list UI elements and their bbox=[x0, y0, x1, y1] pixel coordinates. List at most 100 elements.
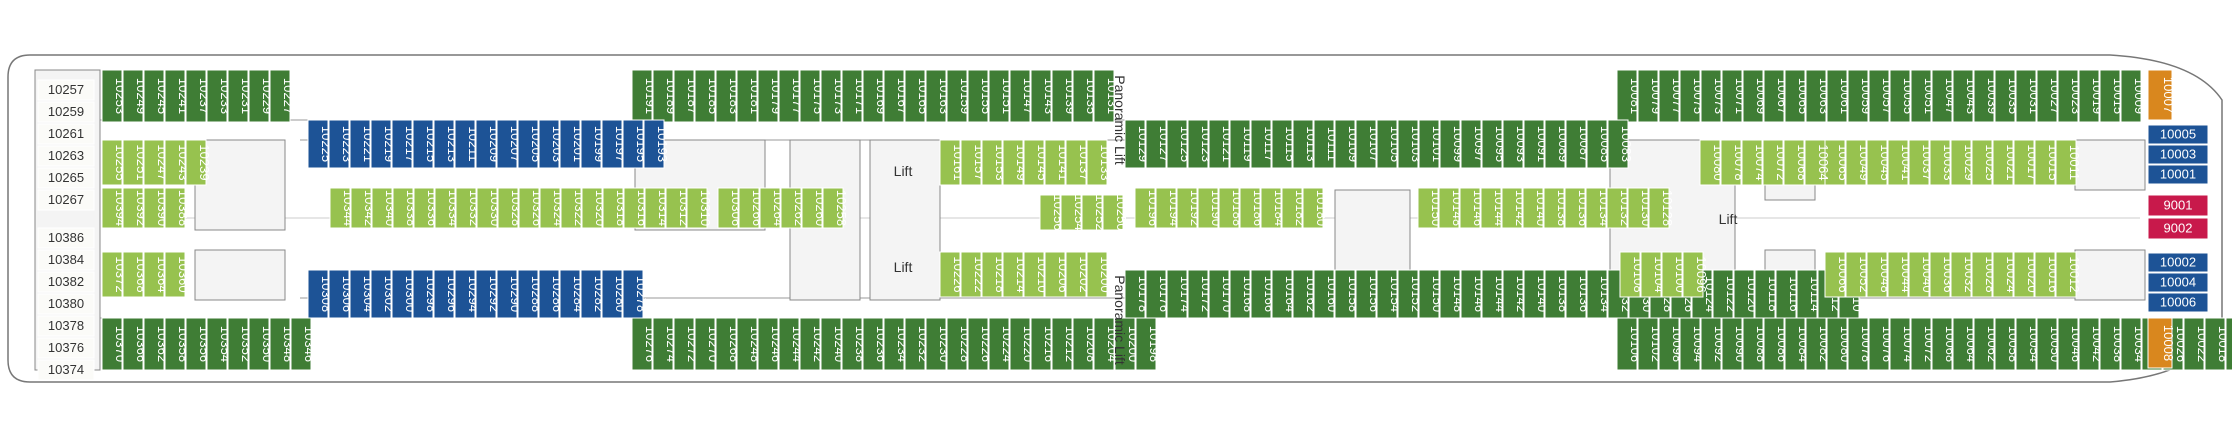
cabin-10263[interactable]: 10263 bbox=[37, 145, 95, 167]
cabin-number: 9002 bbox=[2164, 221, 2193, 236]
cabin-10083[interactable]: 10083 bbox=[1607, 119, 1634, 169]
cabin-10230[interactable]: 10230 bbox=[925, 317, 952, 371]
cabin-10128[interactable]: 10128 bbox=[1648, 187, 1675, 229]
cabin-number: 9001 bbox=[2164, 198, 2193, 213]
cabin-10174[interactable]: 10174 bbox=[1166, 269, 1193, 319]
cabin-10278[interactable]: 10278 bbox=[622, 269, 649, 319]
cabin-number: 10180 bbox=[1314, 190, 1329, 226]
cabin-number: 10346 bbox=[302, 326, 317, 362]
cabin-10352[interactable]: 10352 bbox=[227, 317, 254, 371]
cabin-number: 10002 bbox=[2160, 255, 2196, 270]
cabin-10239[interactable]: 10239 bbox=[185, 139, 212, 186]
cabin-number: 10259 bbox=[48, 104, 84, 119]
cabin-number: 10267 bbox=[48, 192, 84, 207]
cabin-number: 10005 bbox=[2160, 127, 2196, 142]
cabin-10133[interactable]: 10133 bbox=[1086, 139, 1113, 186]
cabin-number: 10011 bbox=[2067, 145, 2082, 180]
cabin-10374[interactable]: 10374 bbox=[37, 359, 95, 381]
cabin-number: 10382 bbox=[48, 274, 84, 289]
cabin-number: 10128 bbox=[1660, 190, 1675, 226]
cabin-10261[interactable]: 10261 bbox=[37, 123, 95, 145]
cabin-number: 10278 bbox=[634, 276, 649, 312]
cabin-10200[interactable]: 10200 bbox=[1086, 251, 1113, 298]
cabin-10064[interactable]: 10064 bbox=[1804, 139, 1831, 186]
cabin-number: 10376 bbox=[48, 340, 84, 355]
cabin-10005[interactable]: 10005 bbox=[2147, 124, 2209, 145]
cabin-number: 10012 bbox=[2067, 256, 2082, 292]
cabin-10008[interactable]: 10008 bbox=[2147, 317, 2176, 369]
cabin-10096[interactable]: 10096 bbox=[1682, 251, 1709, 298]
cabin-10388[interactable]: 10388 bbox=[164, 187, 191, 229]
cabin-number: 10360 bbox=[176, 256, 191, 292]
cabin-9001[interactable]: 9001 bbox=[2147, 194, 2209, 217]
cabin-10012[interactable]: 10012 bbox=[2055, 251, 2082, 298]
cabin-number: 10133 bbox=[1098, 144, 1113, 180]
cabin-10144[interactable]: 10144 bbox=[1481, 269, 1508, 319]
cabin-10131[interactable]: 10131 bbox=[1093, 69, 1120, 123]
cabin-10007[interactable]: 10007 bbox=[2147, 69, 2176, 121]
cabin-10245[interactable]: 10245 bbox=[143, 69, 170, 123]
cabin-number: 10380 bbox=[48, 296, 84, 311]
cabin-9002[interactable]: 9002 bbox=[2147, 217, 2209, 240]
cabin-10232[interactable]: 10232 bbox=[904, 317, 931, 371]
cabin-number: 10384 bbox=[48, 252, 84, 267]
cabin-10193[interactable]: 10193 bbox=[643, 119, 670, 169]
cabin-number: 10083 bbox=[1619, 126, 1634, 162]
cabin-number: 10263 bbox=[48, 148, 84, 163]
cabin-10380[interactable]: 10380 bbox=[37, 293, 95, 315]
cabin-10259[interactable]: 10259 bbox=[37, 101, 95, 123]
cabin-number: 10374 bbox=[48, 362, 84, 377]
cabin-10198[interactable]: 10198 bbox=[1135, 317, 1162, 371]
cabin-10009[interactable]: 10009 bbox=[2120, 69, 2147, 123]
cabin-10258[interactable]: 10258 bbox=[822, 187, 849, 229]
cabin-number: 10008 bbox=[2161, 325, 2176, 361]
panoramic-lift-bottom: Panoramic Lift bbox=[1112, 275, 1128, 365]
cabin-10384[interactable]: 10384 bbox=[37, 249, 95, 271]
cabin-10366[interactable]: 10366 bbox=[122, 317, 149, 371]
cabin-10267[interactable]: 10267 bbox=[37, 189, 95, 211]
cabin-number: 10193 bbox=[655, 126, 670, 162]
lift-2: Lift bbox=[894, 259, 913, 275]
cabin-10011[interactable]: 10011 bbox=[2055, 139, 2082, 186]
cabin-10265[interactable]: 10265 bbox=[37, 167, 95, 189]
cabin-10227[interactable]: 10227 bbox=[269, 69, 296, 123]
cabin-number: 10261 bbox=[48, 126, 84, 141]
cabin-10180[interactable]: 10180 bbox=[1302, 187, 1329, 229]
cabin-number: 10009 bbox=[2132, 78, 2147, 114]
cabin-number: 10257 bbox=[48, 82, 84, 97]
cabin-number: 10200 bbox=[1098, 256, 1113, 292]
cabin-10014[interactable]: 10014 bbox=[2225, 317, 2232, 371]
cabin-10378[interactable]: 10378 bbox=[37, 315, 95, 337]
cabin-10003[interactable]: 10003 bbox=[2147, 144, 2209, 165]
cabin-10346[interactable]: 10346 bbox=[290, 317, 317, 371]
cabin-10002[interactable]: 10002 bbox=[2147, 252, 2209, 273]
cabin-10006[interactable]: 10006 bbox=[2147, 292, 2209, 313]
cabin-10386[interactable]: 10386 bbox=[37, 227, 95, 249]
cabin-10250[interactable]: 10250 bbox=[1102, 194, 1129, 231]
cabin-number: 10258 bbox=[834, 190, 849, 226]
cabin-10001[interactable]: 10001 bbox=[2147, 164, 2209, 185]
cabin-number: 10265 bbox=[48, 170, 84, 185]
cabin-10134[interactable]: 10134 bbox=[1585, 187, 1612, 229]
cabin-number: 10386 bbox=[48, 230, 84, 245]
cabin-number: 10250 bbox=[1114, 194, 1129, 230]
cabin-10257[interactable]: 10257 bbox=[37, 79, 95, 101]
cabin-number: 10006 bbox=[2160, 295, 2196, 310]
panoramic-lift-top: Panoramic Lift bbox=[1112, 75, 1128, 165]
cabin-10310[interactable]: 10310 bbox=[686, 187, 713, 229]
cabin-10376[interactable]: 10376 bbox=[37, 337, 95, 359]
cabin-number: 10378 bbox=[48, 318, 84, 333]
cabin-10004[interactable]: 10004 bbox=[2147, 272, 2209, 293]
cabin-number: 10310 bbox=[698, 190, 713, 226]
cabin-number: 10227 bbox=[281, 78, 296, 114]
cabin-number: 10096 bbox=[1694, 256, 1709, 292]
cabin-10382[interactable]: 10382 bbox=[37, 271, 95, 293]
cabin-number: 10064 bbox=[1816, 144, 1831, 180]
cabin-number: 10007 bbox=[2161, 77, 2176, 113]
lift-1: Lift bbox=[894, 163, 913, 179]
cabin-number: 10004 bbox=[2160, 275, 2196, 290]
cabin-number: 10001 bbox=[2160, 167, 2196, 182]
cabin-10360[interactable]: 10360 bbox=[164, 251, 191, 298]
